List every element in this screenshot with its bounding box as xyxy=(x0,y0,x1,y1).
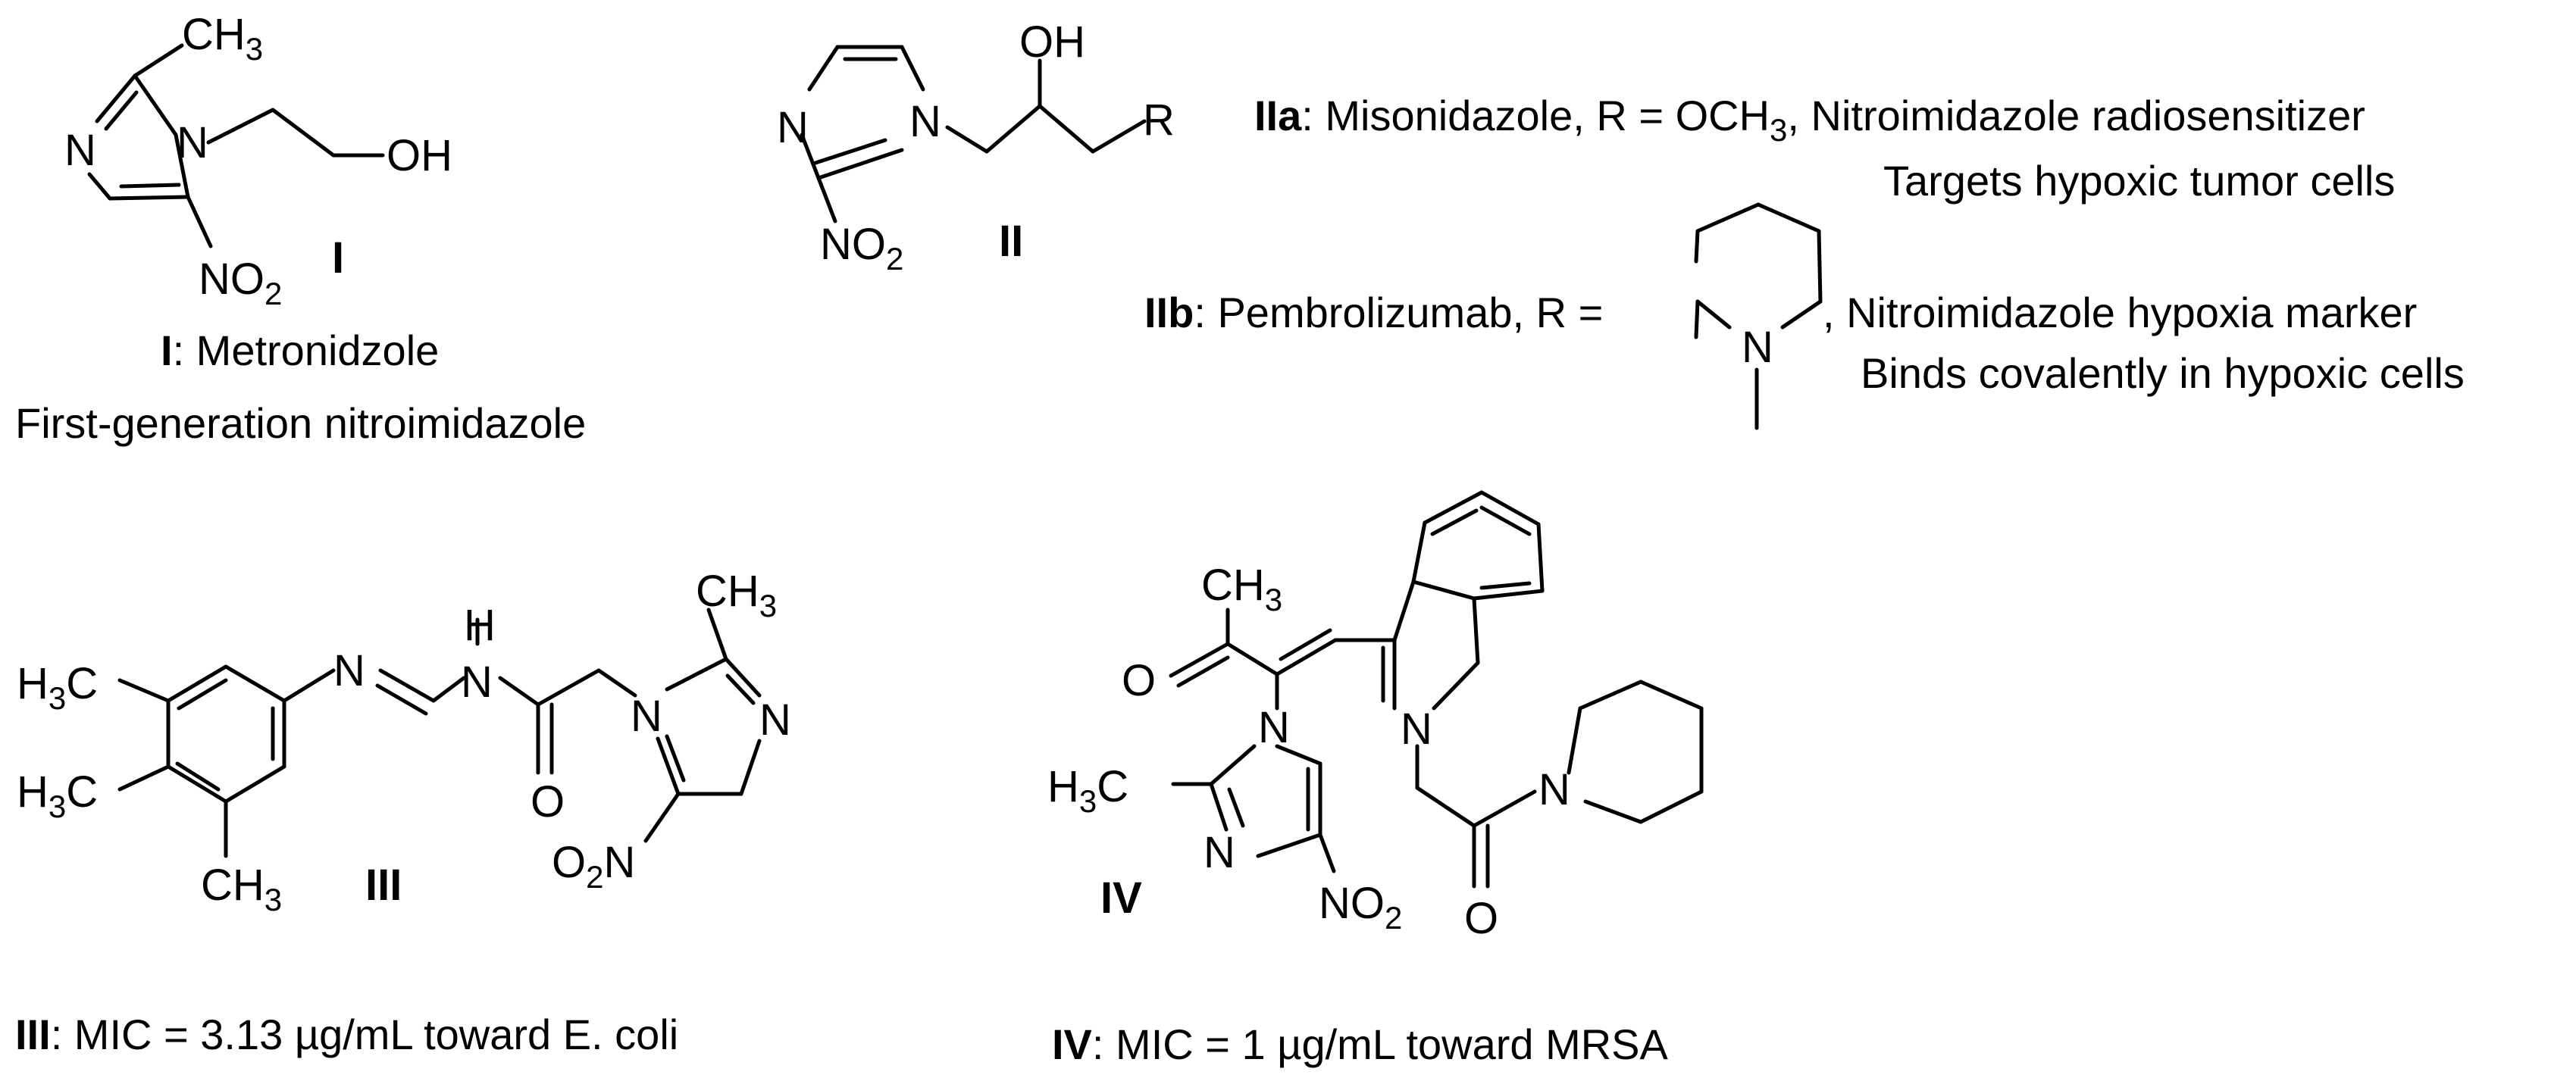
structure-III-bonds xyxy=(117,608,762,858)
atom-no2: NO2 xyxy=(820,220,903,276)
compound-label-II: II xyxy=(999,217,1023,266)
atom-n: N xyxy=(1538,765,1570,814)
caption-IIb: IIb: Pembrolizumab, R = N , Nitroimidazo… xyxy=(1144,202,2465,430)
atom-ch3: CH3 xyxy=(1201,561,1282,617)
structure-II-bonds xyxy=(800,45,1147,223)
svg-text:IIb: Pembrolizumab, R =: IIb: Pembrolizumab, R = xyxy=(1144,289,1603,336)
caption-IIb-line2: Binds covalently in hypoxic cells xyxy=(1861,349,2465,397)
caption-IIa-line2: Targets hypoxic tumor cells xyxy=(1883,157,2395,205)
atom-o: O xyxy=(1464,894,1498,943)
structure-II: N N OH R NO2 II xyxy=(777,17,1175,276)
svg-text:III: MIC = 3.13 µg/mL toward E: III: MIC = 3.13 µg/mL toward E. coli xyxy=(15,1011,678,1058)
atom-n: N xyxy=(909,97,941,146)
atom-ch3: CH3 xyxy=(201,861,282,917)
atom-no2: NO2 xyxy=(1319,879,1402,936)
caption-I-line2: First-generation nitroimidazole xyxy=(15,399,586,447)
caption-III: III: MIC = 3.13 µg/mL toward E. coli xyxy=(15,1011,678,1058)
structure-IV: CH3 O N N H3C N NO2 O N IV xyxy=(1047,490,1704,943)
atom-n: N xyxy=(333,646,365,695)
atom-n: N xyxy=(1203,828,1235,877)
caption-I: I: Metronidzole First-generation nitroim… xyxy=(15,326,586,447)
atom-o: O xyxy=(531,777,565,826)
atom-no2: NO2 xyxy=(199,255,282,311)
atom-n: N xyxy=(1258,703,1290,752)
structure-IV-bonds xyxy=(1169,490,1704,889)
caption-IIa: IIa: Misonidazole, R = OCH3, Nitroimidaz… xyxy=(1254,92,2395,205)
structure-I: CH3 N N OH NO2 I xyxy=(64,10,452,311)
compound-label-III: III xyxy=(365,861,402,910)
svg-text:I: Metronidzole: I: Metronidzole xyxy=(161,326,439,374)
atom-n: N xyxy=(777,103,809,152)
structure-I-bonds xyxy=(87,43,385,248)
atom-o: O xyxy=(1122,656,1156,705)
structure-III: H3C H3C CH3 N H N O N N CH3 O2N III xyxy=(17,567,791,917)
compound-label-IV: IV xyxy=(1100,873,1142,923)
atom-oh: OH xyxy=(387,131,452,180)
svg-text:IIa: Misonidazole, R = OCH3,: IIa: Misonidazole, R = OCH3, Nitroimidaz… xyxy=(1254,92,2365,148)
atom-n: N xyxy=(177,118,208,167)
atom-n: N xyxy=(759,695,791,745)
atom-n: N xyxy=(631,692,662,741)
svg-text:, Nitroimidazole hypoxia marke: , Nitroimidazole hypoxia marker xyxy=(1823,289,2417,336)
atom-ch3: CH3 xyxy=(182,10,263,67)
atom-ch3: CH3 xyxy=(696,567,777,623)
atom-n: N xyxy=(64,126,96,175)
atom-r: R xyxy=(1143,95,1175,145)
atom-n: N xyxy=(1742,323,1773,372)
atom-oh: OH xyxy=(1019,17,1085,67)
caption-IV: IV: MIC = 1 µg/mL toward MRSA xyxy=(1052,1020,1669,1068)
atom-n: N xyxy=(461,658,493,707)
atom-h: H xyxy=(464,601,496,650)
svg-text:IV: MIC = 1 µg/mL toward MRSA: IV: MIC = 1 µg/mL toward MRSA xyxy=(1052,1020,1669,1068)
atom-n: N xyxy=(1401,705,1432,754)
atom-o2n: O2N xyxy=(552,838,635,895)
atom-h3c: H3C xyxy=(17,767,98,824)
piperidine-N-methyl-ring: N xyxy=(1694,202,1823,430)
atom-h3c: H3C xyxy=(1047,762,1128,819)
compound-label-I: I xyxy=(332,233,344,283)
atom-h3c: H3C xyxy=(17,659,98,716)
